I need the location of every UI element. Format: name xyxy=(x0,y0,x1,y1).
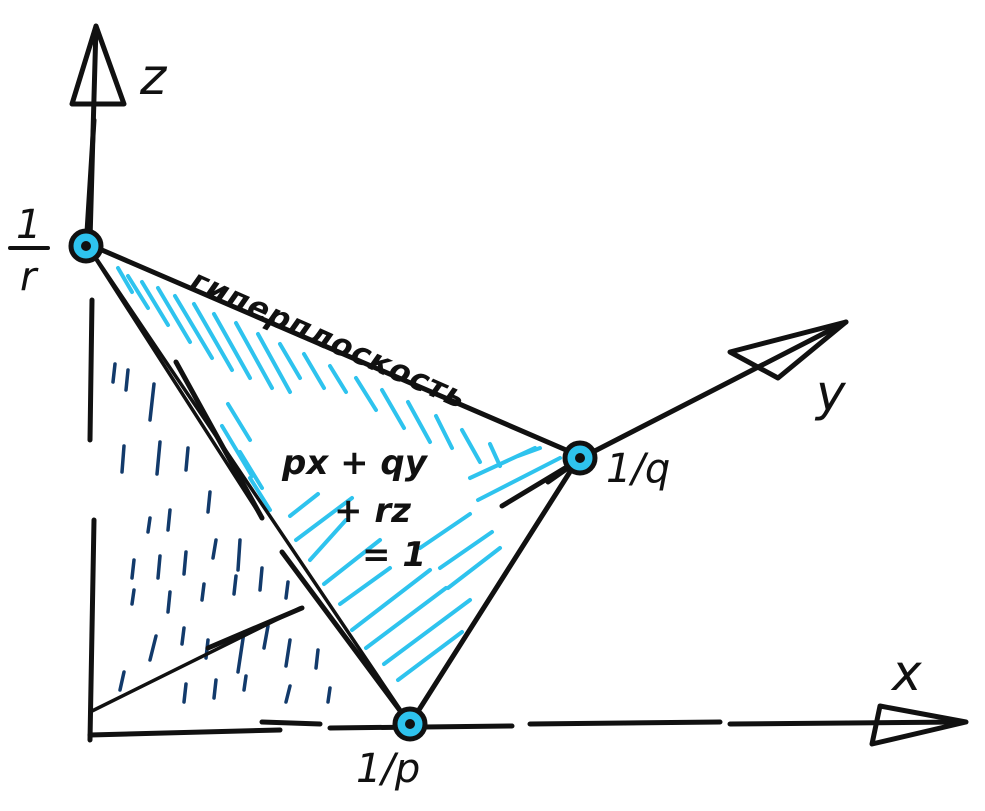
z-axis-label: z xyxy=(139,48,168,106)
z-intercept-numerator: 1 xyxy=(16,202,41,248)
equation-line-3: = 1 xyxy=(362,535,426,575)
intercept-point-y xyxy=(562,440,598,476)
plane-edges xyxy=(85,241,588,727)
z-axis xyxy=(69,23,127,743)
y-intercept-label: 1/q xyxy=(606,446,670,492)
equation-line-2: + rz xyxy=(334,491,411,531)
x-intercept-label: 1/p xyxy=(356,746,420,792)
y-axis-label: y xyxy=(814,364,847,422)
x-axis-label: x xyxy=(890,644,922,702)
side-hatching xyxy=(111,362,332,704)
plane-equation: px + qy + rz = 1 xyxy=(281,443,429,575)
y-axis xyxy=(582,319,849,459)
intercept-point-z xyxy=(68,228,104,264)
intercept-point-x xyxy=(392,706,428,742)
equation-line-1: px + qy xyxy=(281,443,429,483)
z-intercept-denominator: r xyxy=(20,254,39,300)
z-intercept-label: 1 r xyxy=(8,202,50,300)
plane-hatching xyxy=(116,266,562,682)
x-axis xyxy=(87,703,969,747)
